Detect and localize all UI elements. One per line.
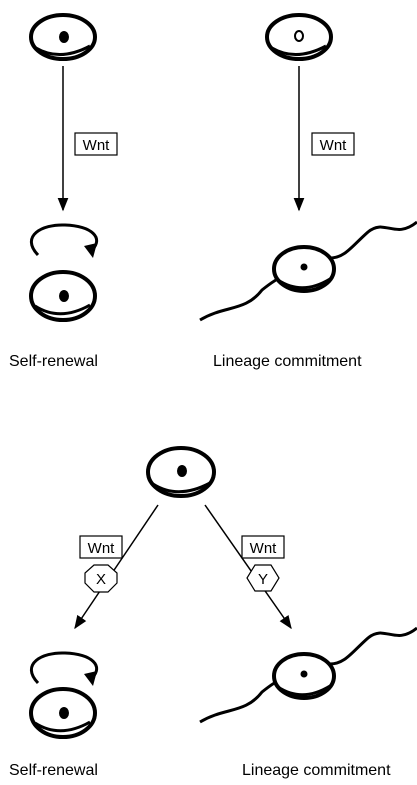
wnt-box-bottom-right: Wnt: [241, 535, 285, 559]
wnt-label: Wnt: [320, 137, 348, 154]
wnt-box-top-right: Wnt: [311, 132, 355, 156]
arrow-bottom-left: [74, 504, 159, 630]
self-renewal-cell-top: [29, 223, 99, 322]
lineage-cell-top: [199, 220, 417, 322]
cofactor-y-badge: Y: [246, 564, 280, 592]
cofactor-x-badge: X: [84, 564, 118, 593]
cofactor-x-label: X: [96, 571, 106, 588]
stem-cell-top-left: [29, 13, 97, 61]
wnt-box-top-left: Wnt: [74, 132, 118, 156]
lineage-cell-bottom: [199, 626, 417, 724]
wnt-box-bottom-left: Wnt: [79, 535, 123, 559]
outcome-self-renewal-bottom: Self-renewal: [9, 762, 98, 779]
wnt-label: Wnt: [83, 137, 111, 154]
outcome-lineage-top: Lineage commitment: [213, 353, 362, 370]
stem-cell-bottom: [146, 446, 216, 498]
arrow-bottom-right: [204, 504, 292, 630]
wnt-label: Wnt: [250, 540, 278, 557]
wnt-label: Wnt: [88, 540, 116, 557]
self-renewal-cell-bottom: [29, 651, 99, 739]
outcome-lineage-bottom: Lineage commitment: [242, 762, 391, 779]
cofactor-y-label: Y: [258, 571, 268, 588]
stem-cell-top-right: [265, 13, 333, 61]
outcome-self-renewal-top: Self-renewal: [9, 353, 98, 370]
